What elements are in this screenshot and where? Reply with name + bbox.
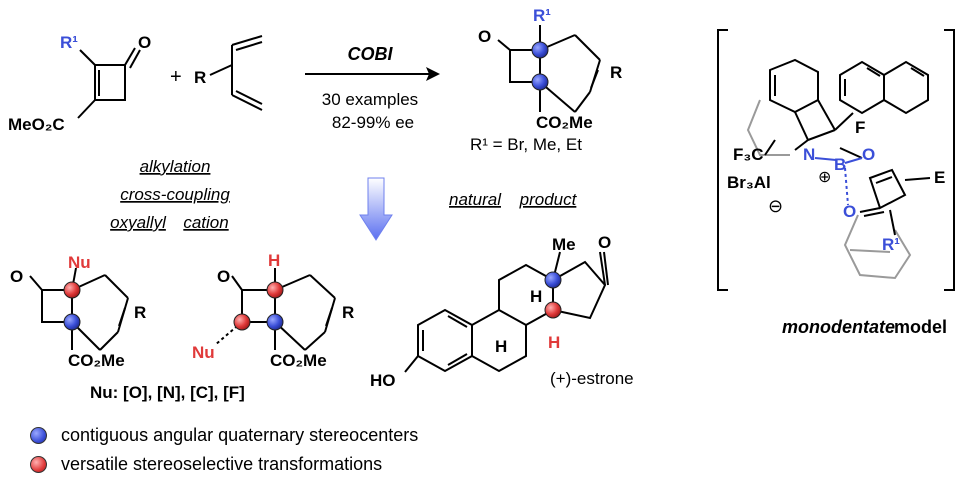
- cyclobutenone-structure: [77, 47, 141, 119]
- red-dot-icon: [30, 456, 47, 473]
- model-plus-charge: ⊕: [818, 169, 831, 186]
- nu-scope-label: Nu: [O], [N], [C], [F]: [90, 383, 245, 402]
- estrone-ketone-o: O: [598, 233, 611, 252]
- r1-label: R¹: [60, 33, 78, 52]
- diene-structure: [209, 35, 263, 111]
- nu-product-1-structure: [29, 267, 129, 351]
- legend-text-blue: contiguous angular quaternary stereocent…: [61, 425, 419, 445]
- nu-product-2-h: H: [268, 251, 280, 270]
- top-product-o: O: [478, 27, 491, 46]
- top-product-ester: CO₂Me: [536, 113, 593, 132]
- transformation-cation: cation: [183, 213, 228, 232]
- estrone-h-red: H: [548, 333, 560, 352]
- model-boron: B: [834, 155, 846, 174]
- diene-r-label: R: [194, 68, 206, 87]
- estrone-label: (+)-estrone: [550, 369, 634, 388]
- nu-product-1-ester: CO₂Me: [68, 351, 125, 370]
- top-product-center-1: [531, 41, 549, 59]
- model-r1: R¹: [882, 235, 900, 254]
- nu-product-1-r: R: [134, 303, 146, 322]
- nu-product-2-red-center-2: [233, 313, 251, 331]
- model-bonds-blue: [814, 157, 863, 206]
- nu-product-2-r: R: [342, 303, 354, 322]
- ester-label: MeO₂C: [8, 115, 65, 134]
- model-caption-italic: monodentate: [782, 317, 895, 337]
- model-nitrogen: N: [803, 145, 815, 164]
- top-product-r: R: [610, 63, 622, 82]
- product-label: product: [519, 190, 578, 209]
- nu-product-2-red-center-1: [266, 281, 284, 299]
- model-minus-charge: ⊖: [768, 196, 783, 216]
- model-oxygen-top: O: [862, 145, 875, 164]
- natural-label: natural: [449, 190, 502, 209]
- catalyst-label: COBI: [348, 44, 394, 64]
- estrone-blue-center: [544, 271, 562, 289]
- nu-product-1-blue-center: [63, 313, 81, 331]
- estrone-red-center: [544, 301, 562, 319]
- top-product-center-2: [531, 73, 549, 91]
- reaction-arrow: [305, 67, 440, 81]
- estrone-hydroxyl: HO: [370, 371, 396, 390]
- top-product-r1: R¹: [533, 6, 551, 25]
- nu-product-2-structure: [214, 268, 336, 351]
- model-oxygen-bottom: O: [843, 202, 856, 221]
- model-brackets: [717, 29, 955, 291]
- nu-product-1-nu: Nu: [68, 253, 91, 272]
- top-product-structure: [497, 25, 601, 113]
- model-caption-rest: model: [894, 317, 947, 337]
- nu-product-1-o: O: [10, 267, 23, 286]
- nu-product-2-o: O: [217, 267, 230, 286]
- model-gray-framework: [746, 99, 912, 280]
- downward-arrow-icon: [359, 177, 393, 241]
- transformation-alkylation: alkylation: [140, 157, 211, 176]
- transformation-cross-coupling: cross-coupling: [120, 185, 230, 204]
- legend-item-blue: contiguous angular quaternary stereocent…: [30, 425, 418, 446]
- ee-label: 82-99% ee: [332, 113, 414, 132]
- nu-product-2-ester: CO₂Me: [270, 351, 327, 370]
- nu-product-2-nu: Nu: [192, 343, 215, 362]
- model-albr3: Br₃Al: [727, 173, 771, 192]
- legend-item-red: versatile stereoselective transformation…: [30, 454, 382, 475]
- model-structure: [764, 58, 931, 236]
- nu-product-1-red-center: [63, 281, 81, 299]
- estrone-methyl: Me: [552, 235, 576, 254]
- model-e-group: E: [934, 168, 945, 187]
- legend-text-red: versatile stereoselective transformation…: [61, 454, 383, 474]
- estrone-h-top: H: [530, 287, 542, 306]
- blue-dot-icon: [30, 427, 47, 444]
- plus-sign: +: [170, 66, 182, 88]
- examples-label: 30 examples: [322, 90, 418, 109]
- estrone-h-left: H: [495, 337, 507, 356]
- model-cf3: F₃C: [733, 145, 764, 164]
- transformation-oxyallyl: oxyallyl: [110, 213, 167, 232]
- nu-product-2-blue-center: [266, 313, 284, 331]
- r1-scope-label: R¹ = Br, Me, Et: [470, 135, 582, 154]
- model-fluorine: F: [855, 118, 865, 137]
- ketone-o: O: [138, 33, 151, 52]
